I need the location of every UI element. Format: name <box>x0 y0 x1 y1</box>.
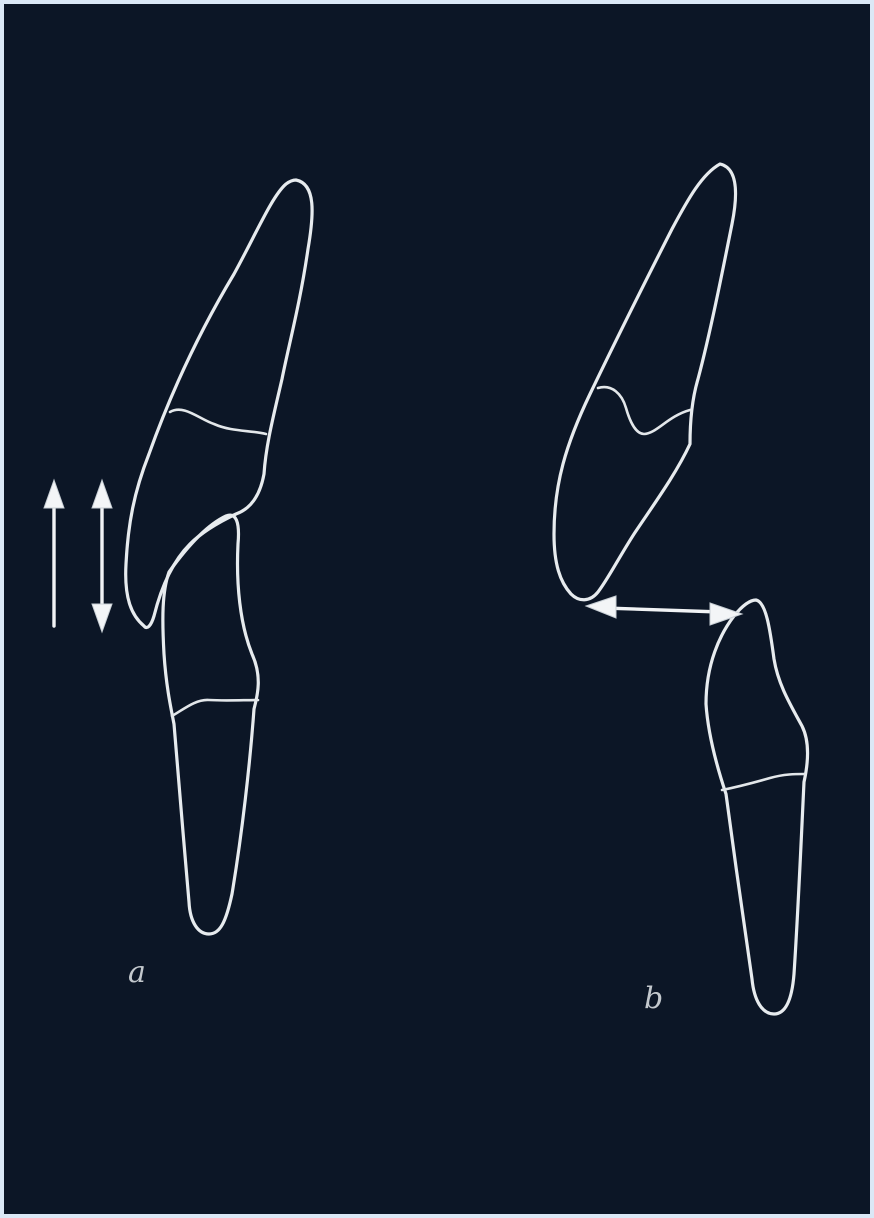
panel-b-label: b <box>644 981 663 1016</box>
panel-a-lower-incisor-outline <box>163 515 258 934</box>
panel-b-lower-incisor-outline <box>706 600 808 1014</box>
panel-a-label: a <box>128 955 146 990</box>
panel-a: a <box>44 180 312 990</box>
panel-b-upper-cej-line <box>598 387 690 434</box>
dental-diagram: a b <box>4 4 870 1214</box>
panel-a-upper-cej-line <box>170 410 266 434</box>
panel-a-up-arrow <box>44 480 64 626</box>
panel-a-upper-incisor-outline <box>126 180 312 628</box>
panel-a-lower-cej-line <box>172 700 258 716</box>
panel-b-left-right-arrow <box>586 596 742 625</box>
panel-b-upper-incisor-outline <box>554 164 736 600</box>
panel-a-up-down-arrow <box>92 480 112 632</box>
panel-b: b <box>554 164 808 1016</box>
panel-b-lower-cej-line <box>722 774 804 790</box>
